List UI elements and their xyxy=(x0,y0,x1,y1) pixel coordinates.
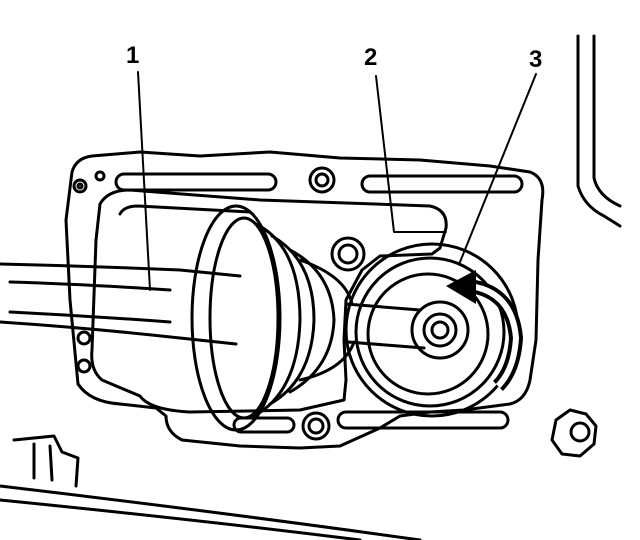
mounting-plate xyxy=(64,150,545,450)
boot-flange xyxy=(190,204,282,432)
mounting-slot xyxy=(114,172,278,192)
bracket-fragment xyxy=(12,434,80,488)
plate-hole xyxy=(94,170,106,182)
boot-convolution xyxy=(252,222,302,418)
mounting-slot xyxy=(232,416,296,434)
vehicle-body-panel xyxy=(576,34,622,228)
plate-hole xyxy=(76,358,92,374)
plate-hole xyxy=(72,178,88,194)
output-shaft xyxy=(344,302,426,350)
mounting-bolt xyxy=(314,172,330,188)
callout-label-3: 3 xyxy=(529,46,543,73)
leader-line-1 xyxy=(137,71,151,291)
axle-seal-ring xyxy=(366,272,490,396)
mounting-bolt xyxy=(308,166,336,194)
boot-convolution xyxy=(268,234,316,406)
mounting-recess-rim xyxy=(118,204,252,216)
boot-flange-lip xyxy=(208,216,280,420)
mounting-bolt xyxy=(337,243,359,265)
plate-hole xyxy=(76,182,84,190)
axle-seal-ring xyxy=(354,256,506,408)
curved-arrow-icon xyxy=(446,270,524,391)
mounting-slot xyxy=(336,410,510,430)
leader-line-3 xyxy=(459,73,537,263)
axle-seal-hub xyxy=(422,312,458,348)
axle-seal-ring xyxy=(410,300,470,360)
axle-seal-hub xyxy=(430,320,450,340)
loose-nut-hole xyxy=(569,421,591,443)
mounting-bolt xyxy=(301,411,331,441)
loose-nut xyxy=(550,408,598,458)
leader-line-2 xyxy=(375,75,447,233)
mounting-slot xyxy=(360,174,524,194)
drive-shaft[interactable] xyxy=(0,262,242,346)
plate-hole xyxy=(76,330,92,346)
mounting-bolt xyxy=(307,417,325,435)
vehicle-body-edge xyxy=(0,484,422,540)
drive-shaft-highlight xyxy=(8,280,172,324)
callout-label-2: 2 xyxy=(364,44,378,71)
mounting-bolt xyxy=(330,236,366,272)
callout-label-1: 1 xyxy=(126,42,140,69)
